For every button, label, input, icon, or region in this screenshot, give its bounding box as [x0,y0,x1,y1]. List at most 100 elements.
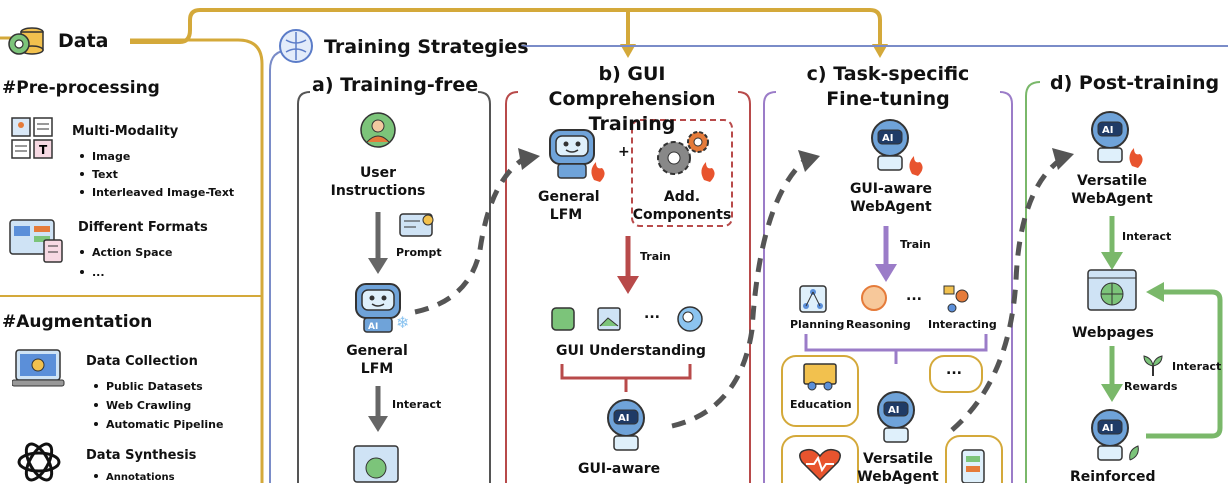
gui-understanding-label: GUI Understanding [556,343,706,359]
panel-c-left-bracket [763,91,777,483]
arrowhead-b-train [617,276,639,294]
reinforced-label: Reinforced [1070,469,1156,485]
gui-icons-row [550,304,710,336]
svg-text:AI: AI [888,405,899,416]
svg-text:AI: AI [1102,423,1113,434]
panel-b-left-bracket [505,91,519,483]
user-instructions-label: User Instructions [330,165,426,199]
robot-icon: AI [868,388,928,444]
svg-text:❄: ❄ [396,313,409,332]
interact-label-d: Interact [1122,230,1172,243]
dashed-arrowhead-b [518,148,540,170]
bubble-health [781,435,859,483]
webpages-label: Webpages [1072,325,1154,341]
panel-d-title: d) Post-training [1050,72,1220,94]
bubble-ellipsis [929,355,983,393]
skills-bracket [804,334,988,352]
skills-ellipsis: ... [906,288,922,304]
panel-a-title: a) Training-free [312,74,479,96]
bubble-phone [945,435,1003,483]
svg-text:AI: AI [618,413,629,424]
different-formats-title: Different Formats [78,220,208,235]
train-label-b: Train [640,250,671,263]
prompt-label: Prompt [396,246,442,259]
dashed-arrowhead-d [1052,148,1074,170]
panel-b-title: b) GUI Comprehension Training [548,63,716,135]
add-components-box [631,119,733,227]
education-icon [800,362,840,392]
planning-label: Planning [790,318,845,331]
arrowhead-d-loop [1146,282,1164,302]
interacting-label: Interacting [928,318,997,331]
list-item: Public Datasets [90,380,203,393]
gui-aware-label-b: GUI-aware [578,461,661,477]
list-item: Interleaved Image-Text [76,186,234,199]
data-panel-outline [130,38,264,483]
dashed-arrowhead-c [798,150,820,172]
arrowhead-d-rewards [1101,384,1123,402]
list-item: Action Space [76,246,172,259]
versatile-webagent-label-d: Versatile WebAgent [1071,173,1153,207]
reasoning-label: Reasoning [846,318,911,331]
gold-arrowhead-b [620,44,636,58]
panel-a-right-bracket [477,91,491,483]
list-item: Annotations [90,472,175,483]
user-icon [360,112,396,148]
robot-icon: AI [1082,406,1152,462]
phone-icon [958,448,988,483]
list-item: Automatic Pipeline [90,418,223,431]
general-lfm-label-b: General LFM [538,189,600,223]
data-title: Data [58,30,109,52]
general-lfm-label-a: General LFM [346,343,408,377]
arrowhead-a-prompt [368,258,388,274]
data-collection-icon [12,346,66,392]
brain-icon [276,26,316,66]
list-item: ... [76,266,105,279]
panel-c-title: c) Task-specific Fine-tuning [806,63,970,110]
list-item: Image [76,150,130,163]
augmentation-heading: #Augmentation [2,312,153,332]
different-formats-icon [8,216,64,266]
robot-icon: AI [1082,108,1152,168]
rewards-label: Rewards [1124,380,1178,393]
list-item: Web Crawling [90,399,191,412]
training-title: Training Strategies [324,36,529,58]
train-label-c: Train [900,238,931,251]
rewards-icon [1140,354,1166,378]
bubble-education [781,355,859,427]
skills-icons-row [796,282,986,316]
webpage-icon-a [352,444,400,483]
bubble-ellipsis-text: ... [946,362,962,378]
interact-label-a: Interact [392,398,442,411]
gui-aware-webagent-label: GUI-aware WebAgent [849,181,933,215]
svg-text:T: T [39,143,48,157]
training-left-line [269,49,291,483]
dashed-b-to-c [671,158,807,429]
health-icon [796,446,844,483]
preprocessing-heading: #Pre-processing [2,78,160,98]
webpage-icon-d [1086,268,1138,312]
openai-icon [12,438,66,483]
education-label: Education [790,398,852,411]
arrowhead-d-interact [1101,252,1123,270]
multi-modality-title: Multi-Modality [72,124,179,139]
add-components-label: Add. Components [632,189,732,223]
gold-arrowhead-c [872,44,888,58]
loop-d [1146,289,1223,439]
svg-text:AI: AI [1102,125,1113,136]
dashed-c-to-d [950,158,1062,432]
data-synthesis-title: Data Synthesis [86,448,197,463]
panel-b-right-bracket [737,91,751,483]
panel-a-left-bracket [297,91,311,483]
gears-icon [648,124,720,184]
panel-c-right-bracket [999,91,1013,483]
gui-ellipsis: ... [644,306,660,322]
dashed-a-to-b [414,155,527,315]
robot-icon: AI [598,396,658,452]
robot-icon: AI ❄ [350,278,410,334]
plus-sign: + [618,144,630,160]
versatile-webagent-label-c: Versatile WebAgent [857,451,939,485]
data-collection-title: Data Collection [86,354,198,369]
panel-d-left-bracket [1025,81,1041,483]
